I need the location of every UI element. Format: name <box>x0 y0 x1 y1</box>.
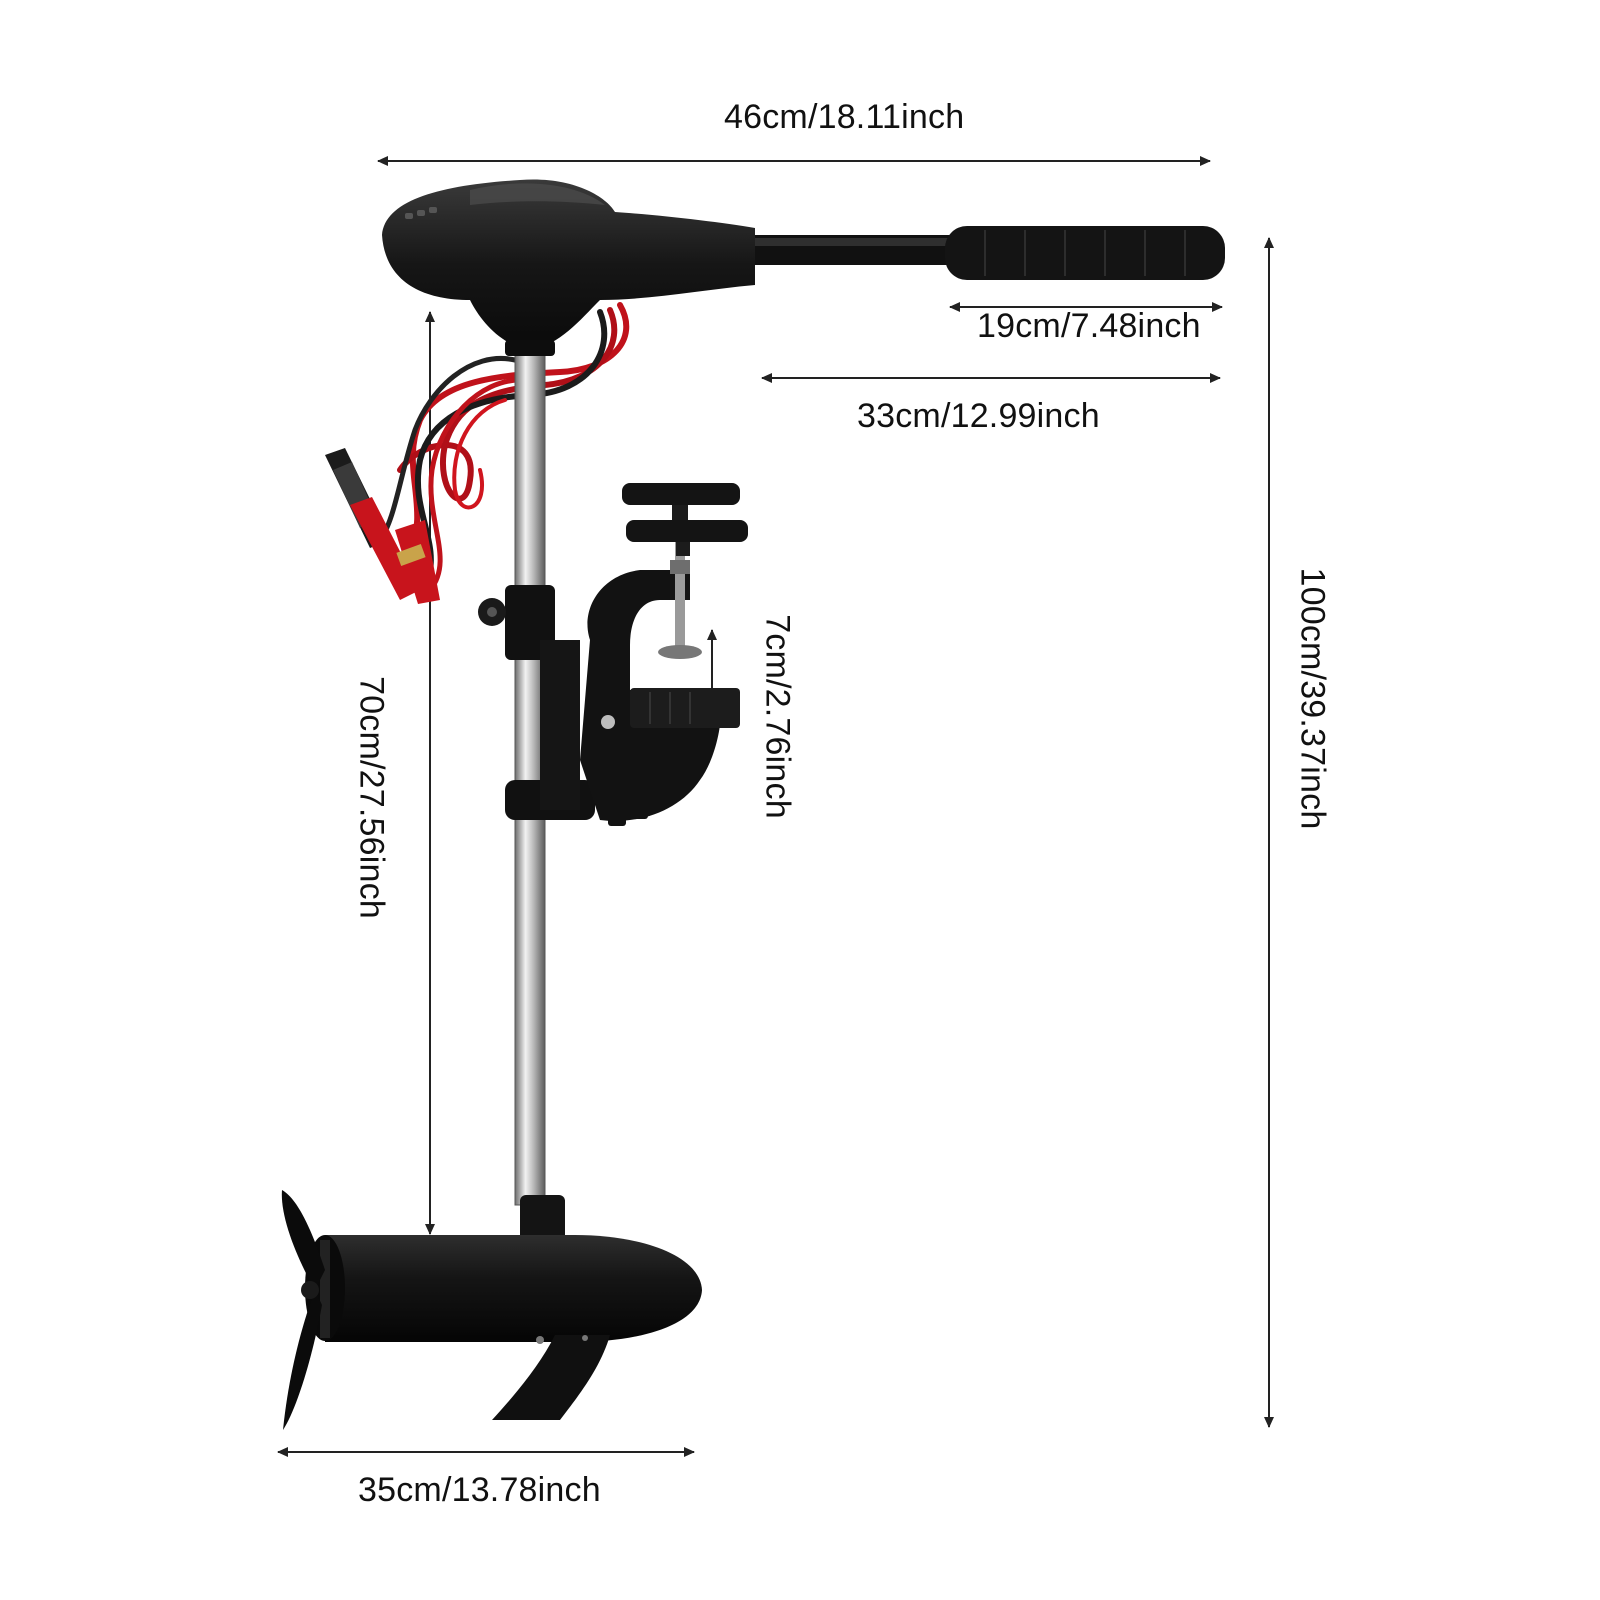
total-height-label: 100cm/39.37inch <box>1293 567 1332 830</box>
dimension-arrows <box>277 156 1274 1457</box>
grip-length-label: 19cm/7.48inch <box>977 307 1201 345</box>
battery-clips <box>325 448 440 604</box>
shaft-length-label: 70cm/27.56inch <box>352 676 391 919</box>
clamp-opening-label: 7cm/2.76inch <box>758 614 797 819</box>
handle-length-label: 33cm/12.99inch <box>857 397 1100 435</box>
tiller-grip <box>945 226 1225 280</box>
lower-unit <box>281 1190 702 1430</box>
motor-head <box>382 179 1225 356</box>
total-width-label: 46cm/18.11inch <box>724 98 965 136</box>
lower-unit-label: 35cm/13.78inch <box>358 1471 601 1509</box>
transom-clamp <box>478 483 748 826</box>
